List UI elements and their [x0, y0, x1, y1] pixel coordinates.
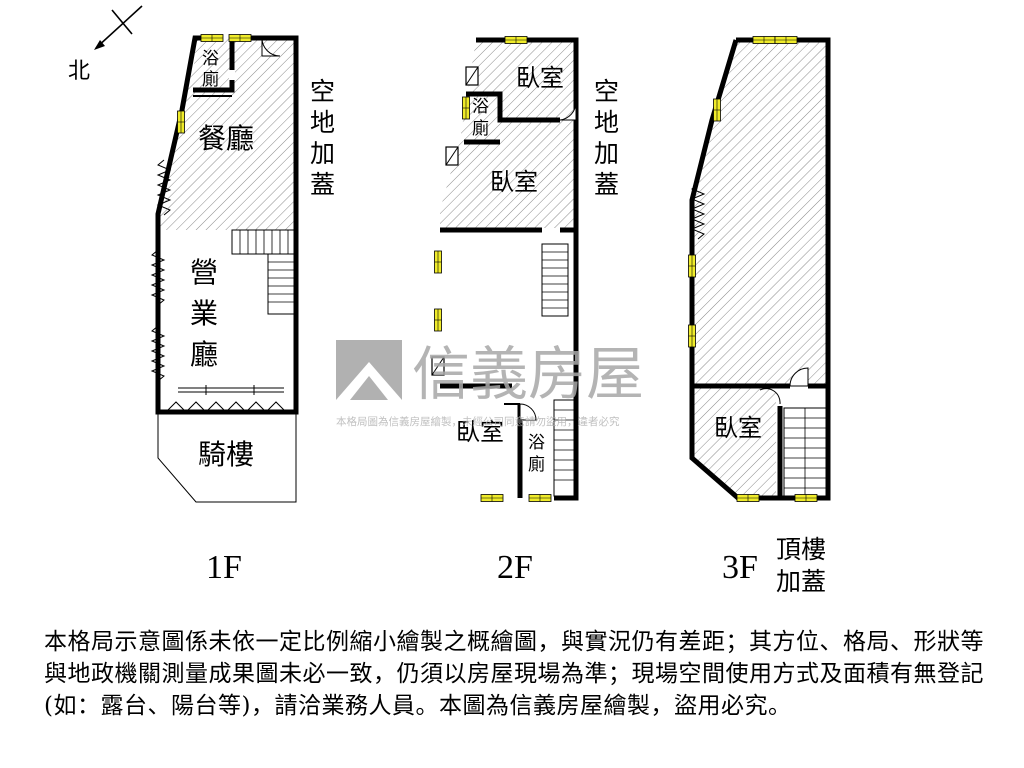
room-bath-2f-south-b: 廁: [528, 454, 545, 475]
room-bath-1f-a: 浴: [202, 49, 219, 69]
room-arcade-1f: 騎樓: [198, 438, 254, 471]
note-3f-a: 頂樓: [776, 535, 826, 564]
floor-plan-drawing: 北: [68, 5, 831, 596]
room-shop-1f-b: 業: [190, 297, 218, 330]
room-bath-1f-b: 廁: [202, 69, 219, 90]
watermark-brand: 信義房屋: [412, 340, 644, 408]
room-shop-1f-a: 營: [190, 256, 218, 289]
room-bedroom-3f: 臥室: [714, 414, 762, 442]
floor-1-plan: 浴 廁 餐廳 營 業 廳 騎樓 空 地 加 蓋: [151, 34, 335, 503]
room-bath-2f-north-b: 廁: [472, 118, 489, 139]
north-compass-icon: [94, 5, 143, 50]
note-2f-d: 蓋: [594, 170, 619, 199]
note-2f-c: 加: [594, 139, 619, 168]
watermark-notice: 本格局圖為信義房屋繪製，未經公司同意請勿盜用，違者必究: [336, 415, 620, 428]
note-1f-a: 空: [310, 77, 335, 106]
floor-3-plan: 臥室 頂樓 加蓋: [688, 36, 831, 596]
note-1f-c: 加: [310, 139, 335, 168]
disclaimer-text: 本格局示意圖係未依一定比例縮小繪製之概繪圖，與實況仍有差距；其方位、格局、形狀等…: [44, 629, 984, 719]
room-shop-1f-c: 廳: [190, 338, 218, 371]
room-bedroom-2f-north: 臥室: [516, 64, 564, 92]
note-2f-b: 地: [594, 108, 619, 137]
room-bath-2f-north-a: 浴: [472, 97, 489, 117]
brand-watermark-logo: [336, 340, 402, 400]
north-label: 北: [68, 59, 90, 84]
floor-label-1f: 1F: [206, 549, 242, 586]
room-bedroom-2f-south: 臥室: [456, 418, 504, 446]
note-1f-b: 地: [310, 108, 335, 137]
room-bath-2f-south-a: 浴: [528, 433, 545, 453]
room-bedroom-2f-mid: 臥室: [490, 168, 538, 196]
floor-2-plan: 臥室 浴 廁 臥室 臥室 浴 廁 空 地 加 蓋: [431, 36, 619, 502]
note-3f-b: 加蓋: [776, 567, 826, 596]
room-dining-1f: 餐廳: [198, 122, 254, 155]
note-2f-a: 空: [594, 77, 619, 106]
note-1f-d: 蓋: [310, 170, 335, 199]
floor-label-2f: 2F: [497, 549, 533, 586]
floor-label-3f: 3F: [722, 549, 758, 586]
